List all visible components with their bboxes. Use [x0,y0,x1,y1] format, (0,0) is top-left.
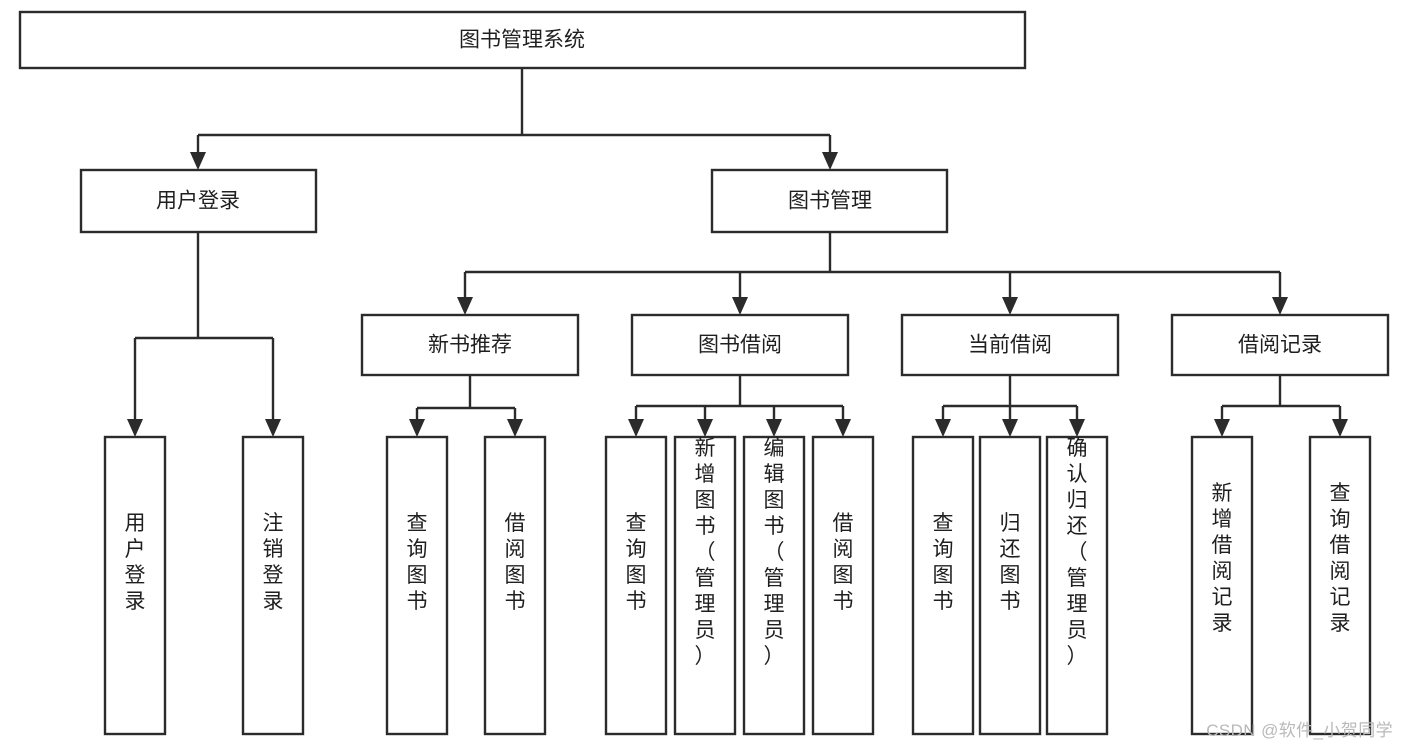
leaf-bookborrow-borrow-book-label: 借阅图书 [833,512,854,613]
leaf-user-login-logout-box [241,435,305,736]
arrow-bookborrow-leaf4 [835,419,851,437]
arrow-bm-to-new-book [457,297,473,315]
leaf-newbook-borrow-book-box [483,435,547,736]
connector-group-user-login [127,232,281,437]
leaf-newbook-borrow-book[interactable]: 借阅图书 [483,435,547,736]
leaf-currentborrow-confirm-return-label: 确认归还（管理员） [1067,437,1088,668]
node-root-box [18,10,1027,70]
arrow-root-to-book-manage [822,152,838,170]
node-book-borrow-box [630,313,850,377]
leaf-bookborrow-add-book[interactable]: 新增图书（管理员） [673,435,737,736]
arrow-bookborrow-leaf2 [697,419,713,437]
node-borrow-record-label: 借阅记录 [1238,334,1322,357]
arrow-user-login-leaf2 [265,419,281,437]
leaf-newbook-query-book[interactable]: 查询图书 [385,435,449,736]
node-current-borrow[interactable]: 当前借阅 [900,313,1120,377]
node-borrow-record-box [1170,313,1390,377]
connector-group-new-book [409,375,523,437]
leaf-newbook-borrow-book-label: 借阅图书 [505,512,526,613]
arrow-currentborrow-leaf1 [935,419,951,437]
leaf-bookborrow-query-book-label: 查询图书 [626,512,647,613]
node-book-borrow-label: 图书借阅 [698,334,782,357]
connector-group-book-manage [457,232,1288,315]
node-book-manage-box [710,168,949,234]
leaf-bookborrow-query-book[interactable]: 查询图书 [604,435,668,736]
arrow-newbook-leaf2 [507,419,523,437]
leaf-bookborrow-add-book-box [673,435,737,736]
leaf-currentborrow-return-book-box [978,435,1042,736]
leaf-borrowrecord-query-record[interactable]: 查询借阅记录 [1308,435,1372,736]
leaf-currentborrow-return-book-label: 归还图书 [1000,512,1021,613]
leaf-user-login-login-label: 用户登录 [125,512,146,613]
leaf-currentborrow-confirm-return-box [1045,435,1109,736]
node-user-login[interactable]: 用户登录 [79,168,318,234]
node-new-book-recommend-box [360,313,580,377]
arrow-bookborrow-leaf3 [766,419,782,437]
leaf-newbook-query-book-box [385,435,449,736]
leaf-bookborrow-query-book-box [604,435,668,736]
leaf-bookborrow-edit-book-box [742,435,806,736]
node-root-system[interactable]: 图书管理系统 [18,10,1027,70]
arrow-currentborrow-leaf2 [1002,419,1018,437]
leaf-currentborrow-return-book[interactable]: 归还图书 [978,435,1042,736]
leaf-newbook-query-book-label: 查询图书 [407,512,428,613]
arrow-bookborrow-leaf1 [628,419,644,437]
node-current-borrow-label: 当前借阅 [968,334,1052,357]
arrow-root-to-user-login [190,152,206,170]
node-book-manage-label: 图书管理 [788,190,872,213]
leaf-borrowrecord-query-record-box [1308,435,1372,736]
leaf-borrowrecord-add-record-label: 新增借阅记录 [1212,482,1233,635]
node-new-book-recommend[interactable]: 新书推荐 [360,313,580,377]
connector-group-root [190,68,838,170]
leaf-currentborrow-query-book[interactable]: 查询图书 [911,435,975,736]
node-user-login-label: 用户登录 [156,190,240,213]
arrow-bm-to-current-borrow [1002,297,1018,315]
leaf-currentborrow-query-book-box [911,435,975,736]
node-user-login-box [79,168,318,234]
leaf-borrowrecord-add-record-box [1190,435,1254,736]
node-book-manage[interactable]: 图书管理 [710,168,949,234]
arrow-currentborrow-leaf3 [1069,419,1085,437]
connector-group-current-borrow [935,375,1085,437]
arrow-bm-to-borrow-record [1272,297,1288,315]
connector-group-borrow-record [1214,375,1348,437]
arrow-borrowrecord-leaf1 [1214,419,1230,437]
connector-group-book-borrow [628,375,851,437]
arrow-borrowrecord-leaf2 [1332,419,1348,437]
node-current-borrow-box [900,313,1120,377]
node-new-book-recommend-label: 新书推荐 [428,334,512,357]
node-root-label: 图书管理系统 [459,29,585,52]
arrow-newbook-leaf1 [409,419,425,437]
arrow-user-login-leaf1 [127,419,143,437]
leaf-user-login-login-box [103,435,167,736]
leaf-user-login-logout-label: 注销登录 [263,512,284,613]
leaf-currentborrow-confirm-return[interactable]: 确认归还（管理员） [1045,435,1109,736]
leaf-bookborrow-borrow-book[interactable]: 借阅图书 [811,435,875,736]
arrow-bm-to-book-borrow [732,297,748,315]
leaf-bookborrow-borrow-book-box [811,435,875,736]
csdn-watermark: CSDN @软件_小贺同学 [1206,721,1393,740]
leaf-borrowrecord-add-record[interactable]: 新增借阅记录 [1190,435,1254,736]
leaf-bookborrow-edit-book[interactable]: 编辑图书（管理员） [742,435,806,736]
node-borrow-record[interactable]: 借阅记录 [1170,313,1390,377]
leaf-user-login-login[interactable]: 用户登录 [103,435,167,736]
leaf-borrowrecord-query-record-label: 查询借阅记录 [1330,482,1351,635]
leaf-bookborrow-edit-book-label: 编辑图书（管理员） [764,437,785,668]
leaf-user-login-logout[interactable]: 注销登录 [241,435,305,736]
leaf-currentborrow-query-book-label: 查询图书 [933,512,954,613]
node-book-borrow[interactable]: 图书借阅 [630,313,850,377]
leaf-bookborrow-add-book-label: 新增图书（管理员） [695,437,716,668]
